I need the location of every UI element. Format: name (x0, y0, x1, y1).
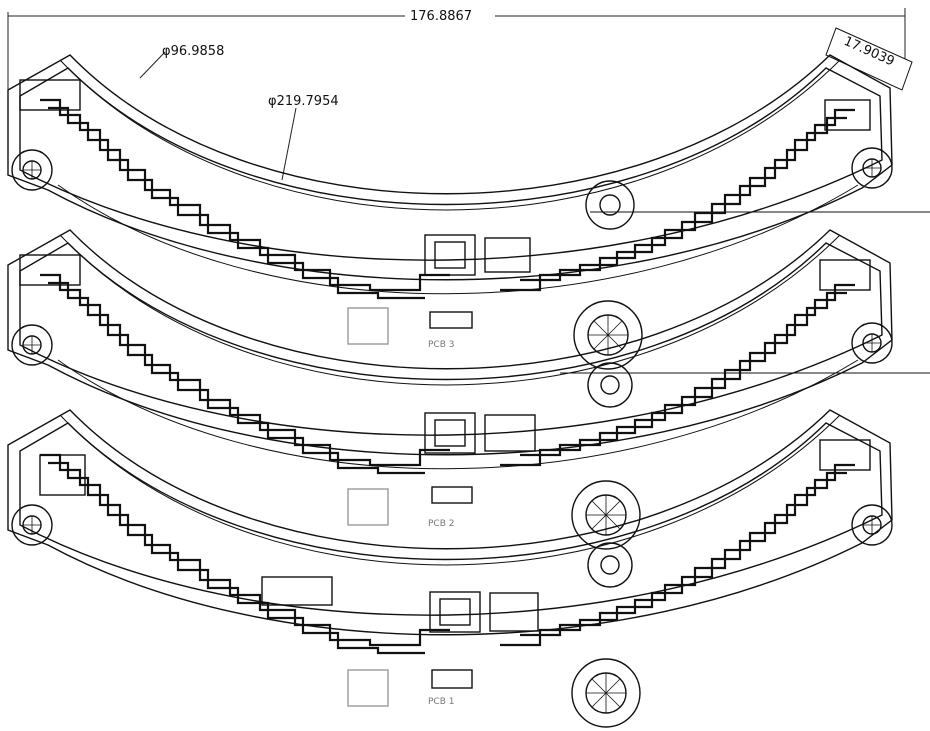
ic-chip (424, 412, 476, 454)
small-radius-label: φ96.9858 (162, 44, 224, 59)
corner-connector-left (19, 79, 81, 111)
corner-connector-left (19, 254, 81, 286)
mount-hole-right (851, 147, 893, 189)
arc-guide-outer (59, 59, 841, 211)
overall-width-dimension (7, 8, 906, 160)
test-pad (347, 669, 389, 707)
overall-width-label-bg (405, 6, 495, 24)
led-trace-1 (40, 453, 450, 647)
header-pins (429, 311, 473, 329)
corner-connector-right (819, 259, 871, 291)
corner-connector-right (819, 439, 871, 471)
led-trace-4 (500, 291, 847, 467)
mount-hole-left (11, 149, 53, 191)
arc-guide-inner (57, 184, 859, 295)
board-outline (7, 409, 893, 636)
mount-hole-left (11, 324, 53, 366)
pcb-2-label: PCB 2 (428, 519, 454, 529)
corner-connector-right (824, 99, 871, 131)
led-trace-3 (520, 108, 855, 282)
mount-hole-right (851, 504, 893, 546)
ic-chip-core (439, 598, 471, 626)
led-trace-2 (48, 281, 425, 475)
mount-hole-center-large (573, 300, 643, 370)
led-trace-2 (48, 106, 425, 300)
led-trace-4 (500, 116, 847, 292)
mount-hole-bottom-large (571, 658, 641, 728)
test-pad (347, 488, 389, 526)
header-pins (431, 486, 473, 504)
led-trace-4 (500, 471, 847, 647)
mount-hole-center-large (571, 480, 641, 550)
led-trace-1 (40, 273, 450, 467)
ic-chip (429, 591, 481, 633)
arc-guide-outer (59, 234, 841, 386)
mount-hole-center (587, 542, 633, 588)
component-group (261, 576, 333, 606)
ic-chip-core (434, 419, 466, 447)
mount-hole-center (587, 362, 633, 408)
reference-lines (560, 211, 930, 374)
connector-block (484, 414, 536, 452)
led-trace-1 (40, 98, 450, 292)
led-trace-3 (520, 463, 855, 637)
overall-width-label: 176.8867 (410, 9, 472, 24)
large-radius-leader (281, 107, 297, 181)
corner-dimension: 17.9039 (825, 27, 913, 91)
mount-hole-right (851, 322, 893, 364)
led-trace-3 (520, 283, 855, 457)
board-inner-outline (19, 67, 883, 261)
pcb-board-2 (7, 229, 893, 526)
board-outline (7, 54, 893, 281)
large-radius-label: φ219.7954 (268, 94, 339, 109)
header-pins (431, 669, 473, 689)
corner-connector-left (39, 454, 86, 496)
pcb-board-1 (7, 409, 893, 728)
led-trace-2 (48, 461, 425, 655)
pcb-1-label: PCB 1 (428, 697, 454, 707)
connector-block (484, 237, 531, 273)
mount-hole-left (11, 504, 53, 546)
small-radius-leader (139, 51, 166, 79)
mount-hole-center (585, 180, 635, 230)
board-outline (7, 229, 893, 456)
test-pad (347, 307, 389, 345)
pcb-3-label: PCB 3 (428, 340, 454, 350)
arc-guide-inner (57, 359, 859, 470)
pcb-board-3 (7, 54, 893, 345)
arc-guide-outer (59, 414, 841, 566)
ic-chip-core (434, 241, 466, 269)
connector-block (489, 592, 539, 632)
ic-chip (424, 234, 476, 276)
